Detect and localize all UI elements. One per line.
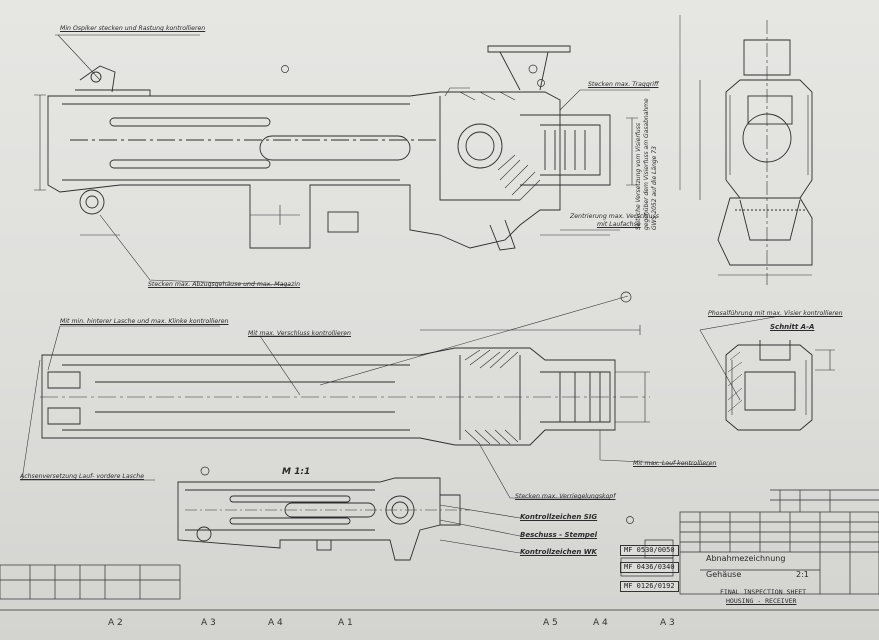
label-schnitt-a-a: Schnitt A-A [770, 323, 815, 331]
grid-ref: A 2 [108, 618, 123, 628]
bottom-revision-strip [0, 564, 879, 611]
note-kontrollzeichen-sig: Kontrollzeichen SIG [520, 513, 598, 521]
note-hinterer-lasche: Mit min. hinterer Lasche und max. Klinke… [60, 318, 229, 325]
stamp-box-1: MF 0530/0050 [620, 545, 679, 556]
note-phosphat: Phosalführung mit max. Visier kontrollie… [708, 310, 843, 317]
top-receiver-view [34, 45, 638, 251]
note-beschuss: Beschuss - Stempel [520, 531, 598, 539]
grid-ref: A 5 [543, 618, 558, 628]
note-verschluss: Mit max. Verschluss kontrollieren [248, 330, 351, 337]
title-block-scale: 2:1 [796, 570, 809, 579]
note-max-traggriff: Stecken max. Traggriff [588, 81, 659, 88]
title-block-title: Abnahmezeichnung [706, 554, 786, 563]
title-block-part: Gehäuse [706, 570, 742, 579]
grid-ref: A 4 [593, 618, 608, 628]
note-achsenversetzung: Achsenversetzung Lauf- vordere Lasche [20, 473, 145, 480]
note-kontrollzeichen-wk: Kontrollzeichen WK [520, 548, 597, 556]
section-a-a-view [725, 340, 835, 431]
note-abzugsgehause: Stecken max. Abzugsgehäuse und max. Maga… [148, 281, 300, 288]
label-scale-m11: M 1:1 [282, 467, 311, 477]
front-section-view [679, 15, 813, 285]
stamp-box-2: MF 0436/0340 [620, 562, 679, 573]
grid-ref: A 3 [201, 618, 216, 628]
vertical-note-2: gegenüber dem Visierfuss am Gasabnahme [643, 98, 650, 230]
vertical-note-3: GWS 2052 auf die Länge 73 [651, 146, 658, 230]
stamp-boxes [620, 539, 674, 577]
title-block-frame [679, 489, 879, 595]
callout-circles [200, 64, 634, 524]
leader-lines [20, 34, 781, 554]
small-scale-view [177, 477, 470, 561]
grid-ref: A 3 [660, 618, 675, 628]
grid-ref: A 4 [268, 618, 283, 628]
note-verriegelungskopf: Stecken max. Verriegelungskopf [515, 493, 616, 500]
note-zentrierung-2: mit Laufachse [597, 221, 641, 228]
stamp-box-3: MF 0126/0192 [620, 581, 679, 592]
middle-section-view [40, 325, 650, 446]
note-min-ospiker: Min Ospiker stecken und Rastung kontroll… [60, 25, 206, 32]
handwritten-housing-receiver: HOUSING - RECEIVER [726, 597, 797, 605]
note-max-lauf: Mit max. Lauf kontrollieren [633, 460, 717, 467]
note-zentrierung-1: Zentrierung max. Verschluss [570, 213, 660, 220]
grid-ref: A 1 [338, 618, 353, 628]
vertical-note-1: Seitliche Versetzung vom Visierfuss [635, 123, 642, 230]
handwritten-final-inspection: FINAL INSPECTION SHEET [720, 588, 807, 596]
